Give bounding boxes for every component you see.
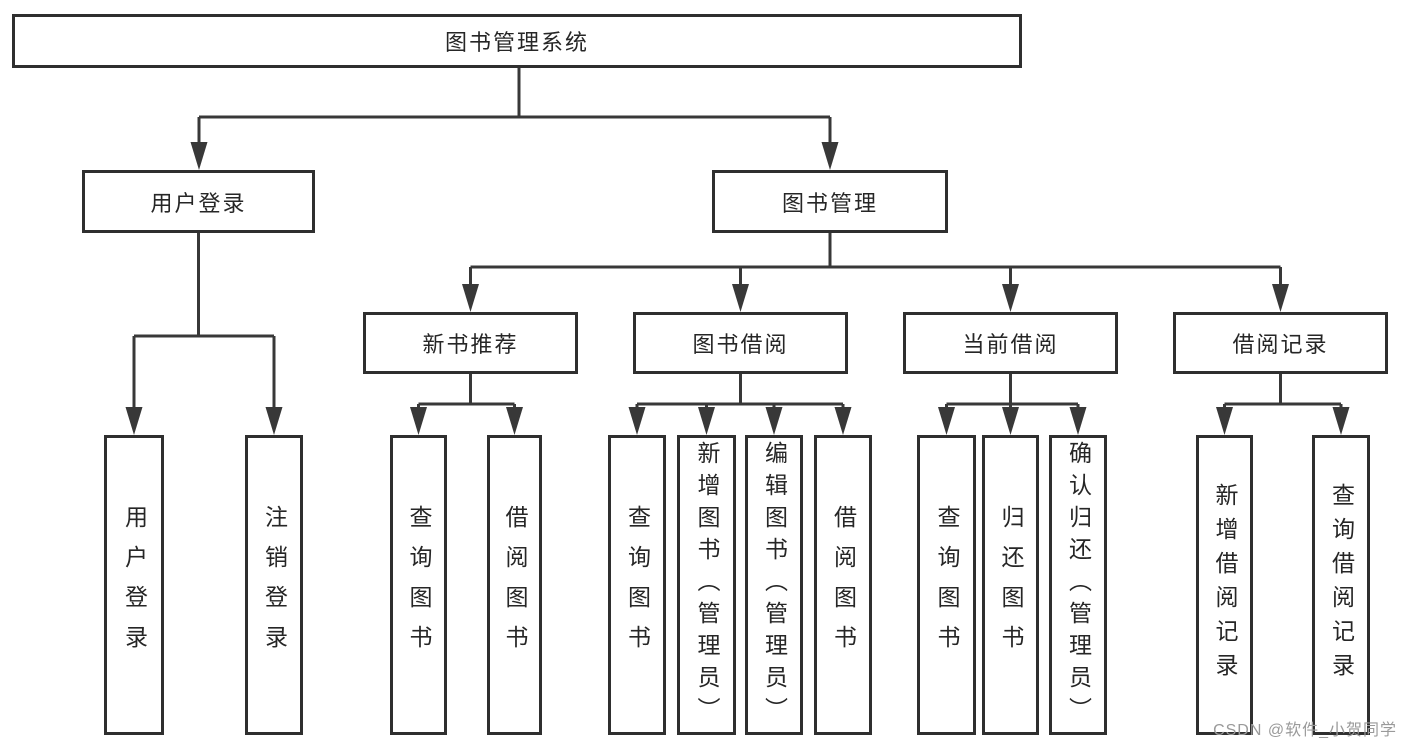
node-label: 图书管理系统 (444, 30, 589, 55)
node-borrowing-records: 借阅记录 (1173, 312, 1388, 374)
node-user-login: 用户登录 (82, 170, 315, 233)
leaf-label: 编辑图书（管理员） (761, 441, 788, 729)
leaf-add-book-admin: 新增图书（管理员） (677, 435, 736, 735)
node-label: 新书推荐 (422, 332, 519, 357)
node-library-management-system: 图书管理系统 (12, 14, 1022, 68)
leaf-confirm-return-admin: 确认归还（管理员） (1049, 435, 1107, 735)
leaf-label: 查询图书 (406, 505, 432, 665)
node-new-book-recommend: 新书推荐 (363, 312, 578, 374)
leaf-label: 确认归还（管理员） (1065, 441, 1092, 729)
leaf-recommend-borrow-book: 借阅图书 (487, 435, 542, 735)
leaf-current-query-book: 查询图书 (917, 435, 976, 735)
leaf-edit-book-admin: 编辑图书（管理员） (745, 435, 803, 735)
leaf-label: 用户登录 (121, 505, 148, 665)
watermark: CSDN @软件_小贺同学 (1213, 722, 1397, 739)
leaf-label: 注销登录 (261, 505, 288, 665)
leaf-label: 查询图书 (934, 505, 960, 665)
node-label: 图书借阅 (692, 332, 789, 357)
node-book-management: 图书管理 (712, 170, 948, 233)
node-label: 图书管理 (781, 190, 878, 216)
leaf-label: 查询图书 (624, 505, 651, 665)
leaf-label: 借阅图书 (502, 505, 528, 665)
node-label: 当前借阅 (962, 332, 1059, 357)
leaf-add-borrow-record: 新增借阅记录 (1196, 435, 1253, 735)
leaf-recommend-query-book: 查询图书 (390, 435, 447, 735)
leaf-query-borrow-record: 查询借阅记录 (1312, 435, 1370, 735)
leaf-label: 查询借阅记录 (1328, 483, 1355, 687)
leaf-borrow-book: 借阅图书 (814, 435, 872, 735)
leaf-label: 借阅图书 (830, 505, 857, 665)
leaf-borrow-query-book: 查询图书 (608, 435, 666, 735)
leaf-logout: 注销登录 (245, 435, 303, 735)
node-label: 用户登录 (150, 190, 247, 216)
node-current-borrowing: 当前借阅 (903, 312, 1118, 374)
leaf-label: 归还图书 (998, 505, 1024, 665)
leaf-user-login: 用户登录 (104, 435, 164, 735)
node-book-borrowing: 图书借阅 (633, 312, 848, 374)
leaf-label: 新增图书（管理员） (694, 441, 720, 729)
leaf-label: 新增借阅记录 (1212, 483, 1238, 687)
node-label: 借阅记录 (1232, 332, 1329, 357)
leaf-return-book: 归还图书 (982, 435, 1039, 735)
